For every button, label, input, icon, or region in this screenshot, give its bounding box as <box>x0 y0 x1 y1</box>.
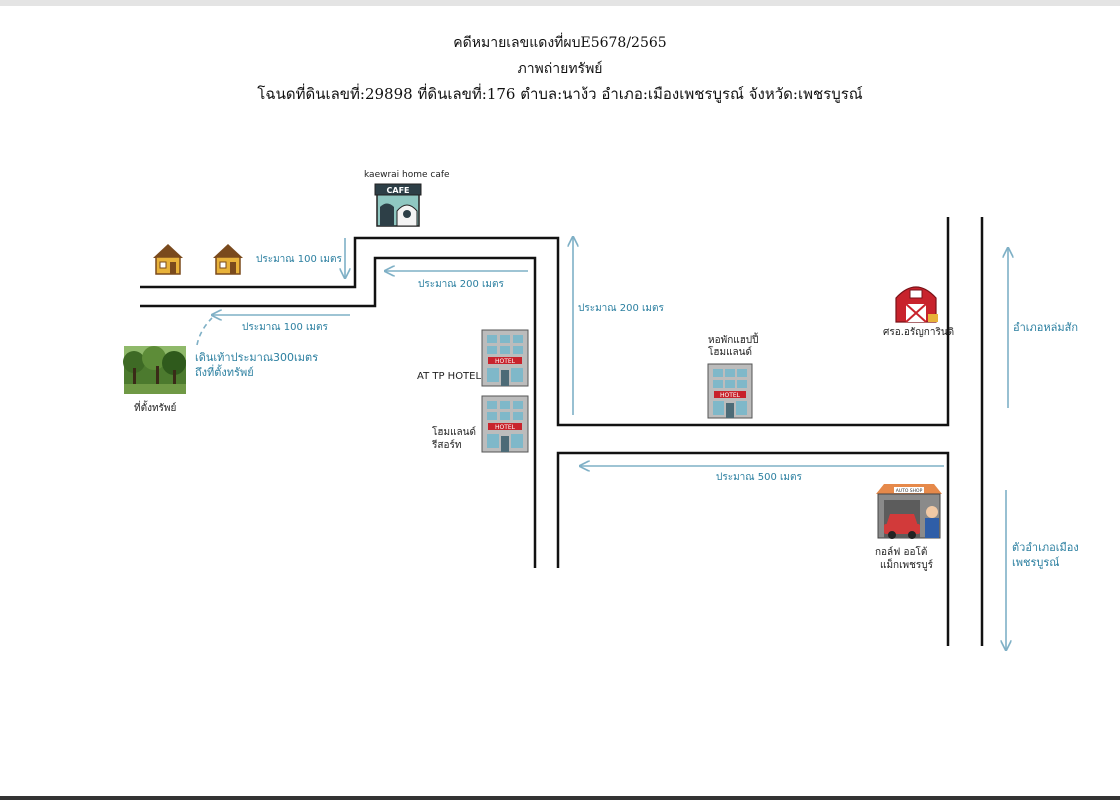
road-upper <box>140 217 950 427</box>
hotel-sign-text: HOTEL <box>495 358 516 365</box>
shop-sign-text: AUTO SHOP <box>896 488 923 494</box>
farm-label: ศรอ.อรัญการินดิ <box>883 327 955 338</box>
dorm-label-line1: หอพักแฮปปี้ <box>708 335 759 346</box>
direction-city-label-line1: ตัวอำเภอเมือง <box>1012 541 1079 554</box>
forest-photo <box>123 346 186 394</box>
resort-label-line1: โฮมแลนด์ <box>432 427 476 438</box>
hotel-icon: HOTEL <box>707 363 753 419</box>
top-bar <box>0 0 1120 6</box>
hotel-sign-text: HOTEL <box>495 424 516 431</box>
barn-icon <box>895 286 938 323</box>
road-lower <box>140 256 537 568</box>
garage-label-line2: แม็กเพชรบูร์ <box>880 560 933 571</box>
hotel-icon: HOTEL <box>481 329 529 387</box>
walk-distance-line2: ถึงที่ตั้งทรัพย์ <box>195 366 254 379</box>
roads <box>140 217 984 646</box>
distance-200m-upper: ประมาณ 200 เมตร <box>418 279 504 290</box>
distance-100m-top: ประมาณ 100 เมตร <box>256 254 342 265</box>
road-right-lower <box>556 451 950 646</box>
cafe-icon: CAFE <box>374 183 422 227</box>
direction-arrows <box>196 237 1008 650</box>
auto-shop-icon: AUTO SHOP <box>876 484 942 539</box>
distance-100m-lower: ประมาณ 100 เมตร <box>242 322 328 333</box>
arrow-walk-path <box>196 317 213 346</box>
hotel-icon: HOTEL <box>481 395 529 453</box>
case-number-title: คดีหมายเลขแดงที่ผบE5678/2565 <box>453 35 667 51</box>
direction-lomsak-label: อำเภอหล่มสัก <box>1013 321 1079 334</box>
cafe-label: kaewrai home cafe <box>364 170 450 180</box>
cafe-sign-text: CAFE <box>387 186 410 195</box>
photo-subtitle: ภาพถ่ายทรัพย์ <box>517 61 603 77</box>
walk-distance-line1: เดินเท้าประมาณ300เมตร <box>195 351 319 364</box>
at-tp-hotel-label: AT TP HOTEL <box>417 371 482 382</box>
property-label: ที่ตั้งทรัพย์ <box>134 403 177 414</box>
hotel-sign-text: HOTEL <box>720 392 741 399</box>
garage-label-line1: กอล์ฟ ออโต้ <box>875 547 928 558</box>
bottom-bar <box>0 796 1120 800</box>
distance-200m-vertical: ประมาณ 200 เมตร <box>578 303 664 314</box>
resort-label-line2: รีสอร์ท <box>432 440 462 451</box>
house-icon <box>213 244 243 275</box>
dorm-label-line2: โฮมแลนด์ <box>708 347 752 358</box>
direction-city-label-line2: เพชรบูรณ์ <box>1012 556 1060 569</box>
house-icon <box>153 244 183 275</box>
distance-500m: ประมาณ 500 เมตร <box>716 472 802 483</box>
deed-details: โฉนดที่ดินเลขที่:29898 ที่ดินเลขที่:176 … <box>257 85 863 103</box>
